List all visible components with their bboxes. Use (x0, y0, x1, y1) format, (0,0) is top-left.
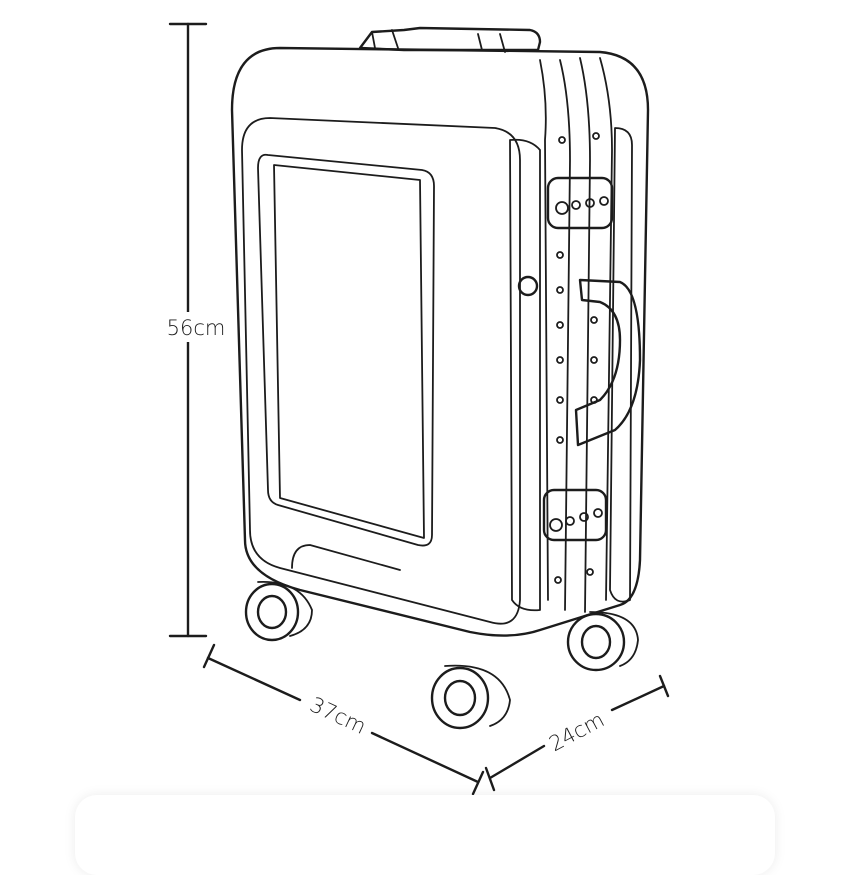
bottom-card (75, 795, 775, 875)
width-dimension-line (202, 643, 485, 796)
wheel-front-left (244, 581, 313, 642)
rivets (554, 132, 600, 584)
side-handle (574, 278, 642, 447)
height-label: 56cm (167, 316, 226, 340)
depth-dimension-line (484, 674, 670, 792)
suitcase (230, 26, 650, 730)
tsa-button (517, 275, 539, 297)
lock-top (546, 176, 614, 230)
suitcase-diagram: 56cm 37cm 24cm (166, 22, 670, 796)
wheel-front-right (430, 664, 511, 730)
width-label: 37cm (306, 692, 369, 739)
lock-bottom (542, 488, 608, 542)
depth-label: 24cm (545, 707, 608, 756)
wheel-back-right (566, 611, 639, 672)
top-handle (358, 26, 542, 52)
